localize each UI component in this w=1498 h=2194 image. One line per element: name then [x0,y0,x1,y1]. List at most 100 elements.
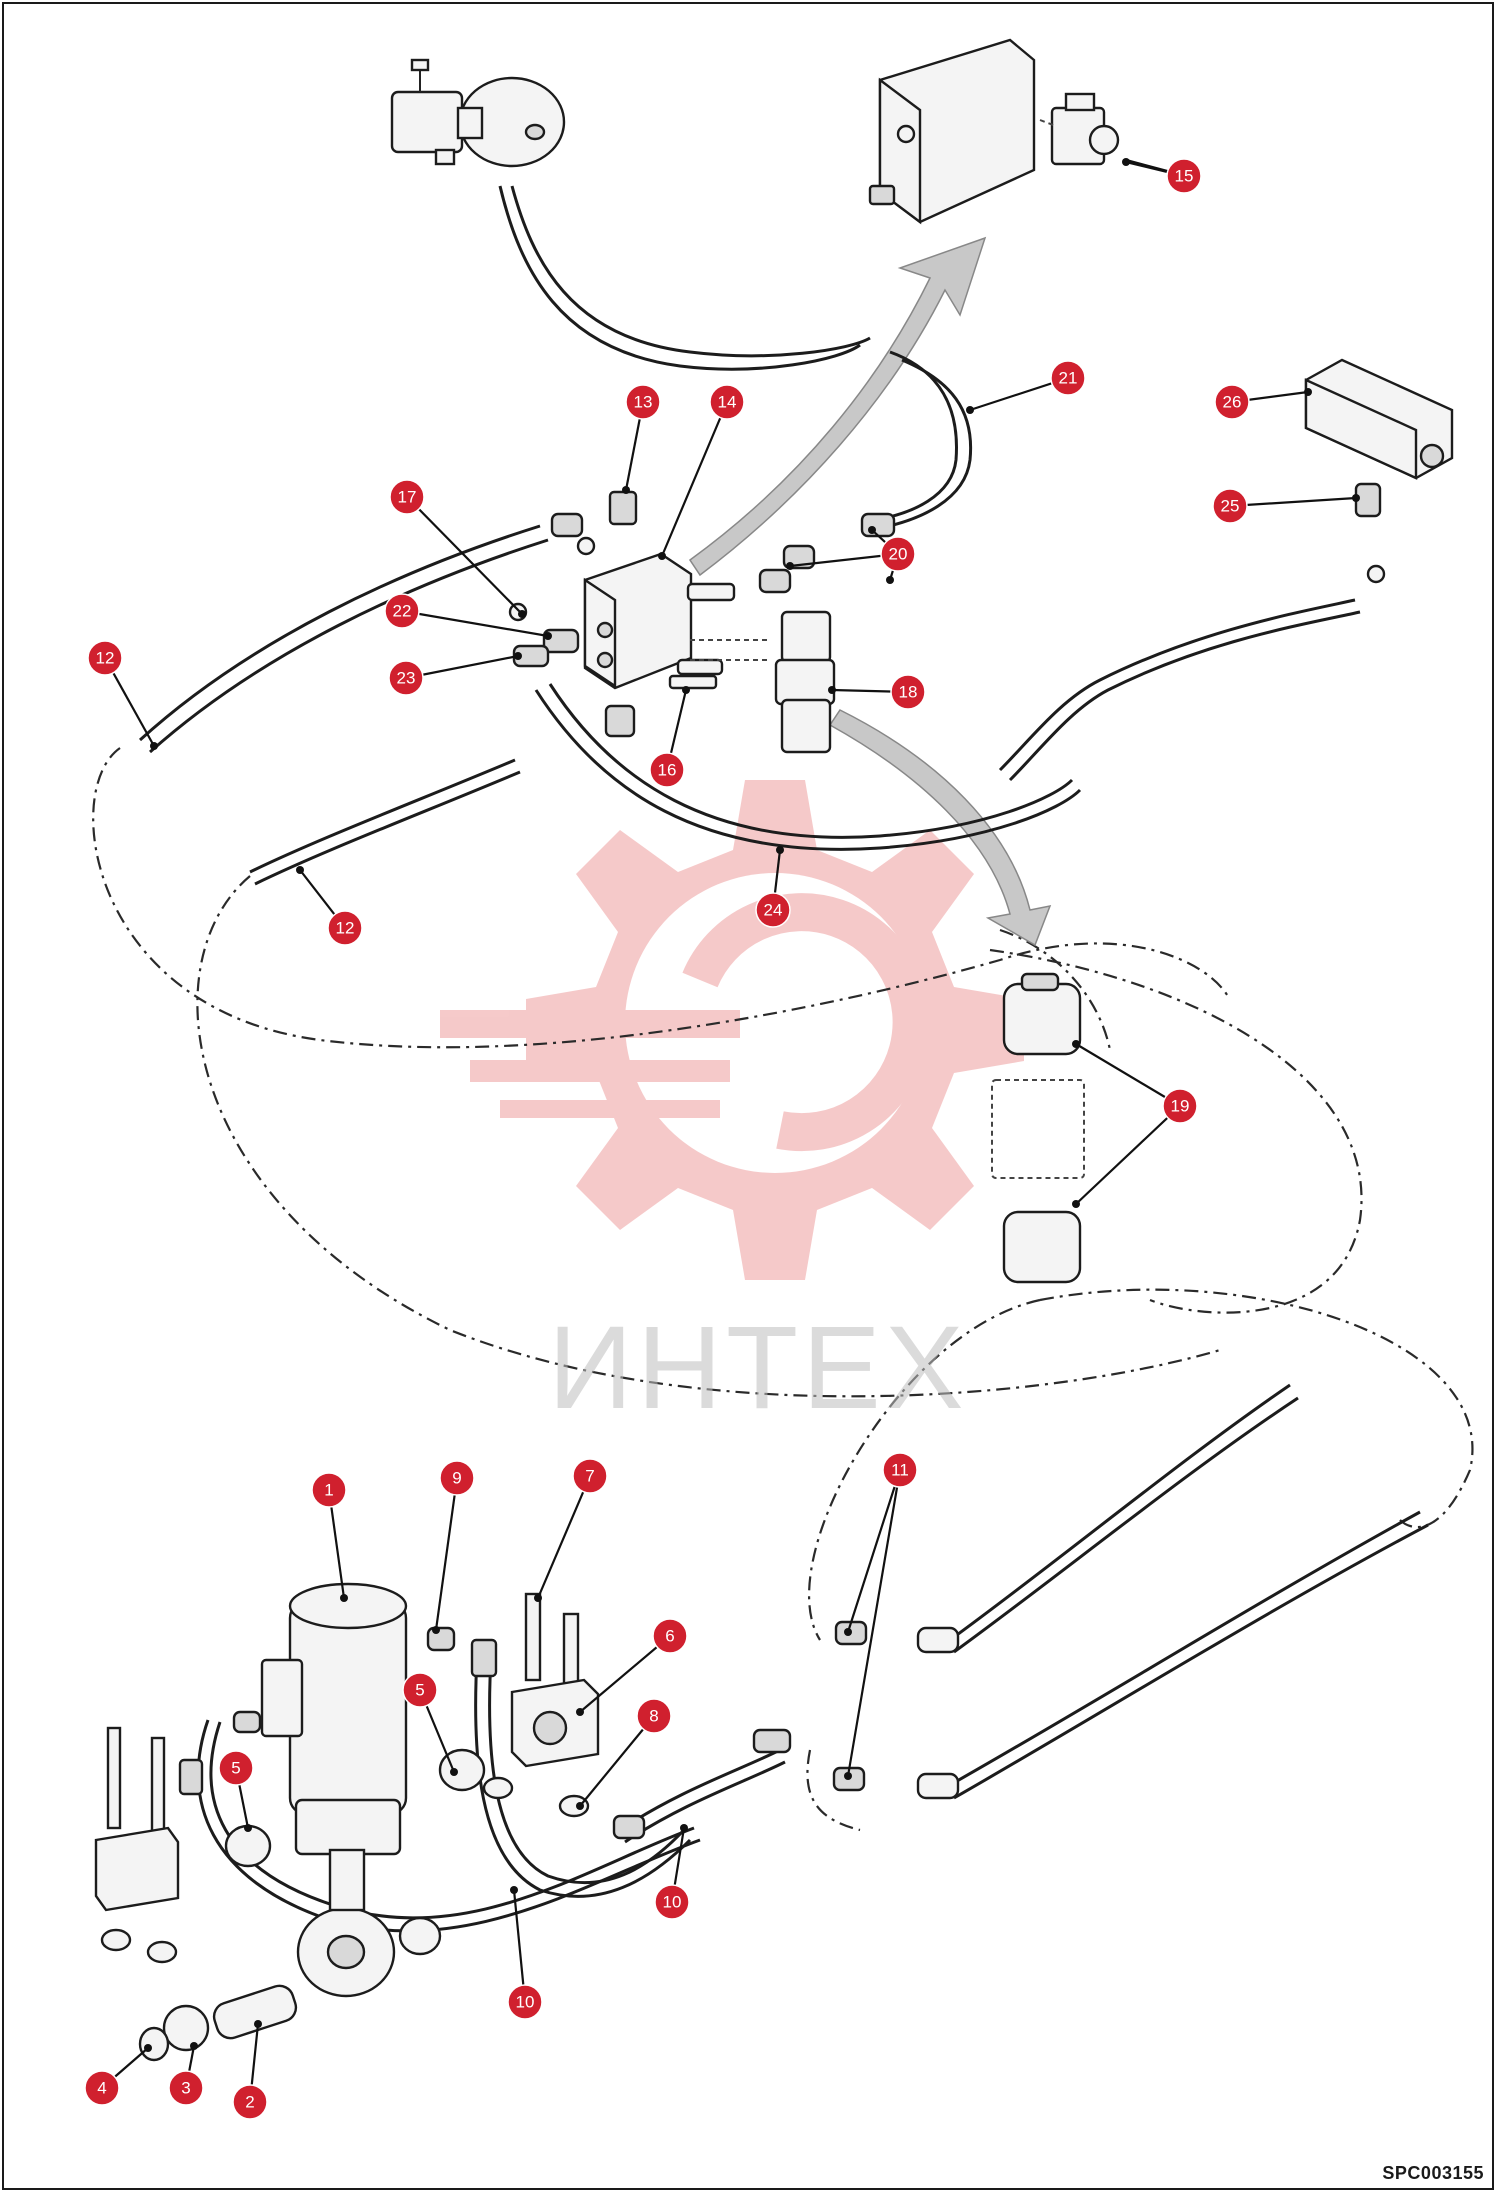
callout-leader-line [846,1469,902,1633]
callout-5: 5 [402,1672,458,1776]
callout-10: 10 [654,1824,690,1920]
callout-leader-dot [510,1886,518,1894]
callout-badge [709,384,745,420]
callout-leader-dot [658,552,666,560]
callout-leader-line [512,1889,527,2003]
callout-18: 18 [828,674,926,710]
callout-15: 15 [1122,158,1202,194]
callout-leader-dot [828,686,836,694]
callout-leader-line [1229,496,1357,508]
callout-leader-line [401,609,549,638]
callout-leader-line [1075,1043,1181,1107]
callout-7: 7 [534,1458,608,1602]
callout-number: 4 [97,2079,106,2098]
callout-leader-dot [576,1708,584,1716]
callout-badge [84,2070,120,2106]
callout-badge [652,1618,688,1654]
callout-number: 16 [658,761,677,780]
callout-badge [327,910,363,946]
callout-number: 11 [891,1461,909,1480]
central-valve-block [508,490,896,754]
callout-number: 14 [718,393,737,412]
callout-leader-dot [844,1628,852,1636]
callout-21: 21 [966,360,1086,414]
callout-22: 22 [384,593,552,640]
callout-leader-dot [786,562,794,570]
callout-number: 6 [665,1627,674,1646]
callout-number: 15 [1175,167,1194,186]
accumulator-assembly [390,58,566,168]
callout-number: 26 [1223,393,1242,412]
callout-11: 11 [844,1452,918,1780]
callout-leader-dot [682,686,690,694]
callout-badge [439,1460,475,1496]
callout-leader-dot [966,406,974,414]
callout-leader-dot [340,1594,348,1602]
callout-number: 20 [889,545,908,564]
callout-leader-dot [1352,494,1360,502]
callout-leader-dot [886,576,894,584]
callout-number: 23 [397,669,416,688]
callout-badge [755,892,791,928]
callout-badge [1162,1088,1198,1124]
callout-10: 10 [507,1886,543,2020]
callout-4: 4 [84,2044,152,2106]
callout-number: 25 [1221,497,1240,516]
detail-arrows [688,236,1052,947]
manifold-block [1304,358,1454,584]
callout-leader-line [579,1715,655,1807]
callout-number: 24 [764,901,783,920]
callout-leader-dot [576,1802,584,1810]
callout-number: 7 [585,1467,594,1486]
callout-1: 1 [311,1472,348,1602]
pump-assembly [94,1582,960,2062]
callout-2: 2 [232,2020,268,2120]
drawing-code: SPC003155 [1382,2163,1484,2183]
callout-leader-dot [296,866,304,874]
callout-badge [1050,360,1086,396]
callout-badge [218,1750,254,1786]
callout-number: 19 [1171,1097,1190,1116]
callout-number: 3 [181,2079,190,2098]
callout-12: 12 [296,866,363,946]
callout-leader-line [1075,1105,1181,1205]
callout-leader-dot [450,1768,458,1776]
callout-number: 10 [516,1993,535,2012]
callout-badge [1212,488,1248,524]
callout-badge [388,660,424,696]
callout-leader-line [327,1489,346,1599]
callout-badge [168,2070,204,2106]
callout-leader-dot [244,1824,252,1832]
upper-valve-body [868,38,1187,225]
callout-number: 22 [393,602,412,621]
callout-leader-dot [622,486,630,494]
callout-leader-dot [844,1772,852,1780]
callout-leader-dot [518,610,526,618]
callout-badge [389,479,425,515]
callout-13: 13 [622,384,661,494]
callout-badge [654,1884,690,1920]
callout-number: 5 [231,1759,240,1778]
solenoid-coil-detail [991,972,1085,1284]
callout-5: 5 [218,1750,254,1832]
callout-number: 8 [649,1707,658,1726]
callout-leader-line [846,1469,902,1777]
callout-number: 1 [324,1481,333,1500]
callout-number: 10 [663,1893,682,1912]
callout-leader-line [536,1475,592,1599]
callout-badge [1166,158,1202,194]
callout-number: 18 [899,683,918,702]
callout-14: 14 [658,384,745,560]
callout-number: 2 [245,2093,254,2112]
callout-leader-line [660,401,729,557]
callout-leader-line [434,1477,459,1631]
callout-16: 16 [649,686,690,788]
callout-leader-dot [514,652,522,660]
assembly-outline-loops [92,747,1474,1832]
callout-badge [625,384,661,420]
callout-leader-dot [254,2020,262,2028]
callout-badge [87,640,123,676]
callout-badge [311,1472,347,1508]
